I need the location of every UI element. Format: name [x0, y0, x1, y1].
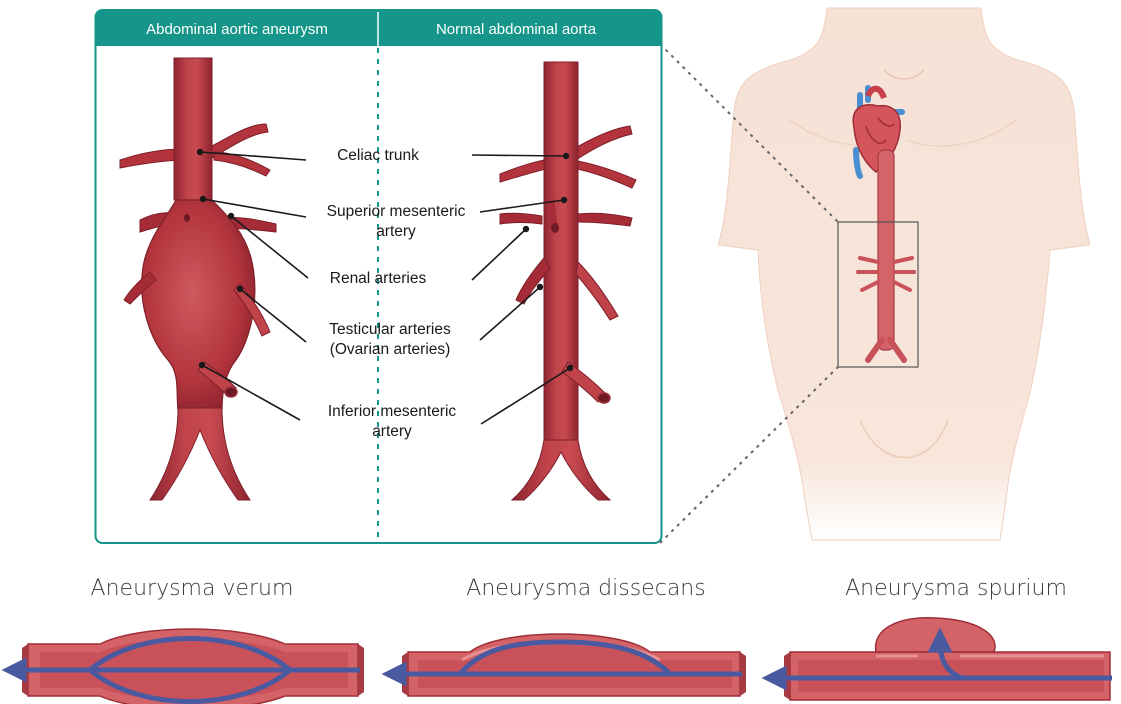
title-aneurysma-verum: Aneurysma verum — [91, 576, 294, 601]
vessel-dissecans — [394, 634, 746, 696]
label-inferior-mesenteric-1: Inferior mesenteric — [328, 403, 457, 420]
title-aneurysma-dissecans: Aneurysma dissecans — [466, 576, 705, 601]
label-celiac-trunk: Celiac trunk — [337, 147, 419, 164]
label-inferior-mesenteric-2: artery — [372, 423, 412, 440]
right-panel-title: Normal abdominal aorta — [436, 21, 597, 38]
vessel-verum — [14, 629, 364, 704]
label-testicular-2: (Ovarian arteries) — [330, 341, 451, 358]
left-panel-title: Abdominal aortic aneurysm — [146, 21, 328, 38]
label-superior-mesenteric-2: artery — [376, 223, 416, 240]
label-renal-arteries: Renal arteries — [330, 270, 427, 287]
vessel-spurium — [774, 618, 1112, 700]
label-superior-mesenteric-1: Superior mesenteric — [327, 203, 466, 220]
title-aneurysma-spurium: Aneurysma spurium — [845, 576, 1067, 601]
label-testicular-1: Testicular arteries — [329, 321, 451, 338]
